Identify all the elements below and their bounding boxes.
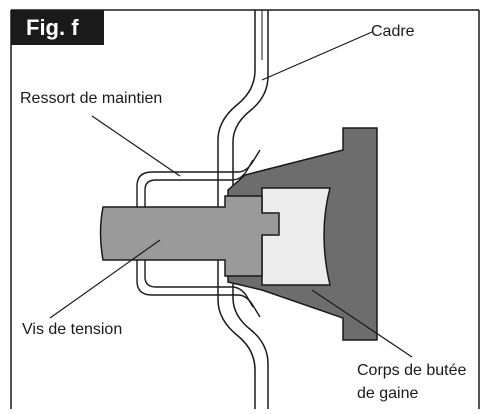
- label-ressort: Ressort de maintien: [20, 90, 163, 107]
- label-cadre: Cadre: [371, 23, 415, 40]
- leader-corps: [311, 289, 413, 358]
- tension-screw: [99, 195, 280, 277]
- leader-ressort: [91, 115, 181, 177]
- label-corps-line1: Corps de butée: [357, 362, 467, 379]
- leader-cadre: [261, 31, 373, 81]
- retaining-spring: [136, 149, 261, 318]
- label-corps-line2: de gaine: [357, 385, 419, 402]
- label-vis: Vis de tension: [22, 321, 123, 338]
- figure-tag: Fig. f: [11, 10, 104, 45]
- cable-stop-bore: [261, 187, 331, 286]
- leader-vis: [49, 239, 161, 319]
